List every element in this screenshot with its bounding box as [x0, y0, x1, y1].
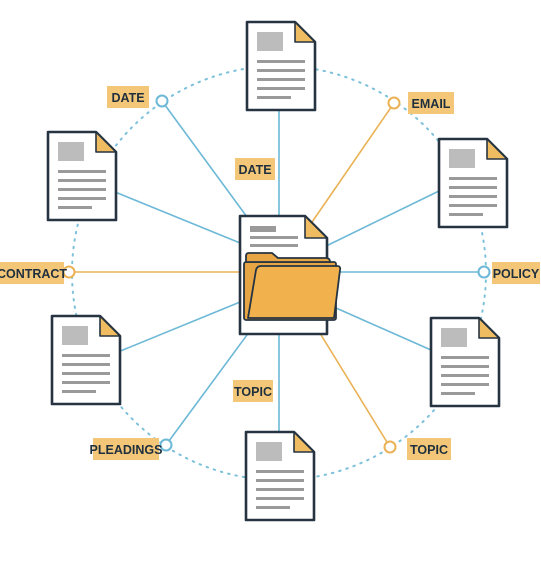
- tag-date-spoke-text: DATE: [238, 163, 271, 177]
- node-topic: [383, 440, 397, 454]
- tag-policy-text: POLICY: [493, 267, 540, 281]
- center-document-fold: [304, 215, 328, 239]
- document-icon: [245, 20, 317, 112]
- tag-date-top-left-text: DATE: [111, 91, 144, 105]
- node-policy: [477, 265, 491, 279]
- folder-front: [247, 265, 342, 319]
- folder-tab: [245, 252, 331, 263]
- tag-email-text: EMAIL: [412, 97, 451, 111]
- spoke-left-upper-document: [114, 191, 246, 246]
- tag-date-spoke: DATE: [235, 158, 275, 180]
- folder-with-document-icon: [238, 214, 342, 336]
- tag-topic-spoke: TOPIC: [233, 380, 273, 402]
- document-icon: [429, 316, 501, 408]
- tag-email: EMAIL: [408, 92, 454, 114]
- node-email: [387, 96, 401, 110]
- spoke-left-lower-document: [117, 299, 246, 353]
- tag-contract-text: CONTRACT: [0, 267, 67, 281]
- tag-pleadings: PLEADINGS: [90, 438, 163, 460]
- spoke-topic-bottom-right-tag: [317, 329, 391, 448]
- node-date: [155, 94, 169, 108]
- document-icon: [244, 430, 316, 522]
- ring-nodes: [62, 94, 491, 454]
- spoke-right-upper-document: [317, 189, 442, 251]
- document-icon: [50, 314, 122, 406]
- tag-topic-spoke-text: TOPIC: [234, 385, 272, 399]
- document-icon: [46, 130, 118, 222]
- spoke-top-left-tag: [161, 100, 259, 233]
- tag-topic-bottom-right-text: TOPIC: [410, 443, 448, 457]
- document-icon: [437, 137, 509, 229]
- tag-pleadings-text: PLEADINGS: [90, 443, 163, 457]
- spoke-email-tag: [309, 102, 395, 226]
- node-pleadings: [159, 438, 173, 452]
- tag-policy: POLICY: [492, 262, 540, 284]
- spoke-pleadings-tag: [165, 319, 259, 446]
- connector-lines: [69, 100, 484, 448]
- tag-date-top-left: DATE: [107, 86, 149, 108]
- tag-topic-bottom-right: TOPIC: [407, 438, 451, 460]
- tag-contract: CONTRACT: [0, 262, 67, 284]
